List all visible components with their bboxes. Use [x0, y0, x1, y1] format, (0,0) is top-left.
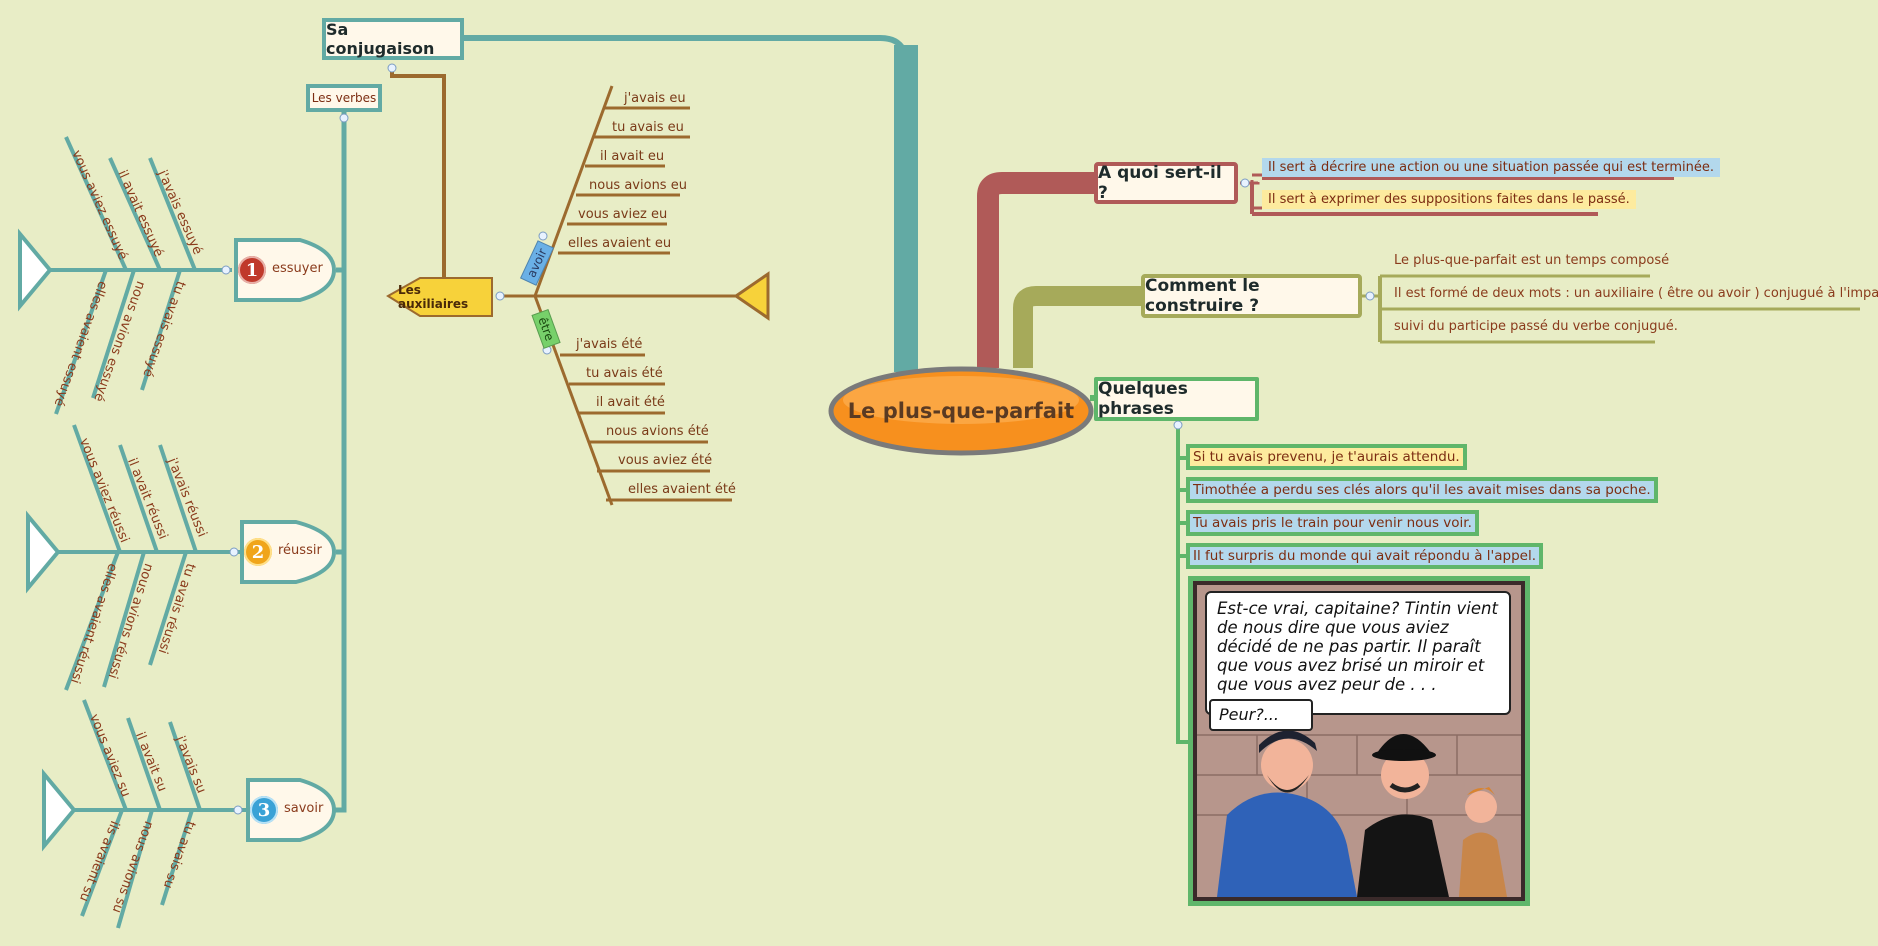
phrase-4[interactable]: Il fut surpris du monde qui avait répond…	[1186, 543, 1543, 569]
central-topic-label: Le plus-que-parfait	[847, 399, 1075, 423]
verb-reussir[interactable]: réussir	[278, 543, 322, 558]
phrase-3[interactable]: Tu avais pris le train pour venir nous v…	[1186, 510, 1479, 536]
topic-les-verbes[interactable]: Les verbes	[306, 84, 382, 112]
number-1-icon: 1	[238, 256, 266, 284]
sert-item-1[interactable]: Il sert à décrire une action ou une situ…	[1262, 158, 1720, 177]
speech-bubble: Est-ce vrai, capitaine? Tintin vient de …	[1205, 591, 1511, 715]
phrase-2[interactable]: Timothée a perdu ses clés alors qu'il le…	[1186, 477, 1658, 503]
topic-les-auxiliaires[interactable]: Les auxiliaires	[398, 283, 492, 311]
avoir-leaf[interactable]: vous aviez eu	[578, 207, 668, 222]
verb-essuyer[interactable]: essuyer	[272, 261, 323, 276]
topic-comment-le-construire[interactable]: Comment le construire ?	[1141, 274, 1362, 318]
topic-label: A quoi sert-il ?	[1098, 163, 1222, 203]
topic-label: Sa conjugaison	[326, 20, 435, 58]
topic-label: Quelques phrases	[1098, 379, 1188, 419]
avoir-leaf[interactable]: j'avais eu	[624, 91, 686, 106]
topic-label: Comment le construire ?	[1145, 276, 1260, 316]
number-3-icon: 3	[250, 796, 278, 824]
number-2-icon: 2	[244, 538, 272, 566]
phrase-1[interactable]: Si tu avais prevenu, je t'aurais attendu…	[1186, 444, 1467, 470]
etre-leaf[interactable]: elles avaient été	[628, 482, 736, 497]
verb-savoir[interactable]: savoir	[284, 801, 324, 816]
avoir-leaf[interactable]: il avait eu	[600, 149, 665, 164]
avoir-leaf[interactable]: elles avaient eu	[568, 236, 672, 251]
etre-leaf[interactable]: vous aviez été	[618, 453, 713, 468]
topic-label: Les auxiliaires	[398, 283, 469, 311]
construire-item-2[interactable]: Il est formé de deux mots : un auxiliair…	[1394, 286, 1878, 301]
reply-bubble: Peur?...	[1209, 699, 1313, 731]
topic-a-quoi-sert-il[interactable]: A quoi sert-il ?	[1094, 162, 1238, 204]
topic-sa-conjugaison[interactable]: Sa conjugaison	[322, 18, 464, 60]
sert-item-2[interactable]: Il sert à exprimer des suppositions fait…	[1262, 190, 1636, 209]
etre-leaf[interactable]: tu avais été	[586, 366, 663, 381]
central-topic[interactable]: Le plus-que-parfait	[831, 388, 1091, 434]
comic-panel: Est-ce vrai, capitaine? Tintin vient de …	[1197, 585, 1521, 897]
comic-image: Est-ce vrai, capitaine? Tintin vient de …	[1188, 576, 1530, 906]
avoir-leaf[interactable]: tu avais eu	[612, 120, 684, 135]
etre-leaf[interactable]: j'avais été	[576, 337, 643, 352]
speech-bubble-text: Est-ce vrai, capitaine? Tintin vient de …	[1217, 599, 1498, 694]
construire-item-3[interactable]: suivi du participe passé du verbe conjug…	[1394, 319, 1678, 334]
avoir-leaf[interactable]: nous avions eu	[589, 178, 687, 193]
construire-item-1[interactable]: Le plus-que-parfait est un temps composé	[1394, 253, 1670, 268]
reply-bubble-text: Peur?...	[1219, 705, 1279, 724]
etre-leaf[interactable]: il avait été	[596, 395, 665, 410]
etre-leaf[interactable]: nous avions été	[606, 424, 709, 439]
topic-quelques-phrases[interactable]: Quelques phrases	[1094, 377, 1259, 421]
topic-label: Les verbes	[311, 91, 377, 105]
